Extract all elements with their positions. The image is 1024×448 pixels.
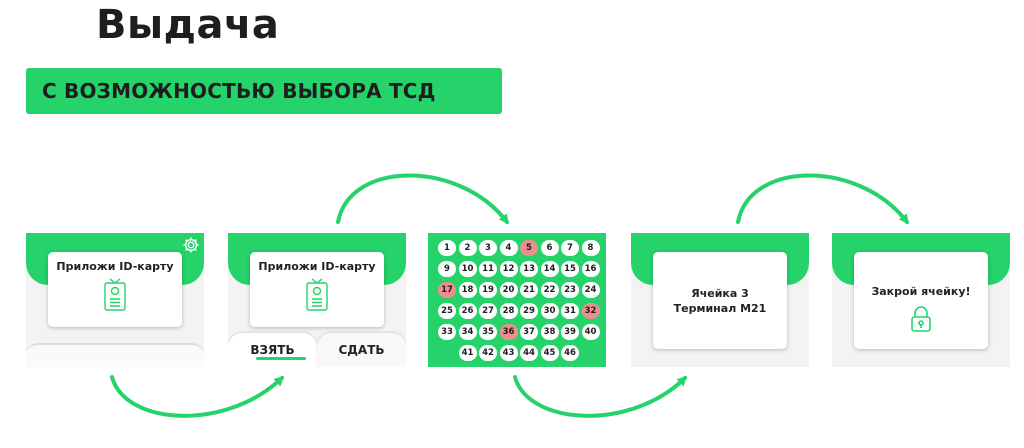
- cell-5[interactable]: 5: [520, 240, 538, 256]
- tab-take-label: ВЗЯТЬ: [250, 343, 295, 357]
- cell-42[interactable]: 42: [479, 345, 497, 361]
- cell-2[interactable]: 2: [458, 240, 477, 256]
- cell-11[interactable]: 11: [479, 261, 497, 277]
- arrow-3-to-4: [513, 375, 688, 418]
- cell-16[interactable]: 16: [581, 261, 600, 277]
- cell-18[interactable]: 18: [458, 282, 477, 298]
- cell-46[interactable]: 46: [561, 345, 579, 361]
- id-card-prompt-card: Приложи ID-карту: [48, 252, 182, 327]
- cell-23[interactable]: 23: [561, 282, 579, 298]
- cell-21[interactable]: 21: [520, 282, 538, 298]
- cell-27[interactable]: 27: [479, 303, 497, 319]
- cell-34[interactable]: 34: [458, 324, 477, 340]
- screen-id-card-prompt: Приложи ID-карту: [26, 233, 204, 367]
- arrow-2-to-3: [336, 173, 509, 225]
- cell-33[interactable]: 33: [438, 324, 456, 340]
- arrow-4-to-5: [736, 173, 909, 225]
- cell-41[interactable]: 41: [458, 345, 477, 361]
- cell-13[interactable]: 13: [520, 261, 538, 277]
- tab-return-label: СДАТЬ: [338, 343, 385, 357]
- cell-24[interactable]: 24: [581, 282, 600, 298]
- cell-1[interactable]: 1: [438, 240, 456, 256]
- mode-badge: С ВОЗМОЖНОСТЬЮ ВЫБОРА ТСД: [26, 68, 502, 114]
- cell-32[interactable]: 32: [581, 303, 600, 319]
- cell-44[interactable]: 44: [520, 345, 538, 361]
- cell-28[interactable]: 28: [499, 303, 518, 319]
- cell-45[interactable]: 45: [540, 345, 559, 361]
- screen-close-cell: Закрой ячейку!: [832, 233, 1010, 367]
- cell-14[interactable]: 14: [540, 261, 559, 277]
- cell-40[interactable]: 40: [581, 324, 600, 340]
- cell-4[interactable]: 4: [499, 240, 518, 256]
- screen-take-or-return: Приложи ID-карту ВЗЯТЬ СДАТЬ: [228, 233, 406, 367]
- screen-cell-assignment: Ячейка 3 Терминал М21: [631, 233, 809, 367]
- cell-8[interactable]: 8: [581, 240, 600, 256]
- cell-9[interactable]: 9: [438, 261, 456, 277]
- cell-12[interactable]: 12: [499, 261, 518, 277]
- cell-19[interactable]: 19: [479, 282, 497, 298]
- cell-29[interactable]: 29: [520, 303, 538, 319]
- cell-39[interactable]: 39: [561, 324, 579, 340]
- cell-22[interactable]: 22: [540, 282, 559, 298]
- take-return-tabs: ВЗЯТЬ СДАТЬ: [228, 333, 406, 367]
- cell-15[interactable]: 15: [561, 261, 579, 277]
- cell-3[interactable]: 3: [479, 240, 497, 256]
- cell-6[interactable]: 6: [540, 240, 559, 256]
- tab-return[interactable]: СДАТЬ: [317, 333, 406, 367]
- cell-25[interactable]: 25: [438, 303, 456, 319]
- active-tab-underline: [256, 357, 306, 360]
- page-title: Выдача: [96, 2, 280, 48]
- card-prompt-text: Приложи ID-карту: [56, 260, 174, 273]
- close-cell-card: Закрой ячейку!: [854, 252, 988, 349]
- cell-assignment-card: Ячейка 3 Терминал М21: [653, 252, 787, 349]
- cell-30[interactable]: 30: [540, 303, 559, 319]
- tab-take[interactable]: ВЗЯТЬ: [228, 333, 317, 367]
- terminal-text: Терминал М21: [673, 301, 767, 315]
- id-card-prompt-card: Приложи ID-карту: [250, 252, 384, 327]
- id-card-icon: [306, 278, 328, 311]
- arrow-1-to-2: [110, 375, 285, 418]
- cell-35[interactable]: 35: [479, 324, 497, 340]
- cell-43[interactable]: 43: [499, 345, 518, 361]
- cell-38[interactable]: 38: [540, 324, 559, 340]
- padlock-icon: [911, 306, 931, 332]
- cell-20[interactable]: 20: [499, 282, 518, 298]
- cell-26[interactable]: 26: [458, 303, 477, 319]
- cell-10[interactable]: 10: [458, 261, 477, 277]
- cell-31[interactable]: 31: [561, 303, 579, 319]
- id-card-icon: [104, 278, 126, 311]
- close-cell-text: Закрой ячейку!: [871, 285, 971, 298]
- cell-17[interactable]: 17: [438, 282, 456, 298]
- card-prompt-text: Приложи ID-карту: [258, 260, 376, 273]
- bottom-tray: [26, 343, 204, 367]
- cell-37[interactable]: 37: [520, 324, 538, 340]
- gear-icon[interactable]: [182, 236, 200, 254]
- cell-36[interactable]: 36: [499, 324, 518, 340]
- cell-number-text: Ячейка 3: [691, 286, 749, 300]
- cell-7[interactable]: 7: [561, 240, 579, 256]
